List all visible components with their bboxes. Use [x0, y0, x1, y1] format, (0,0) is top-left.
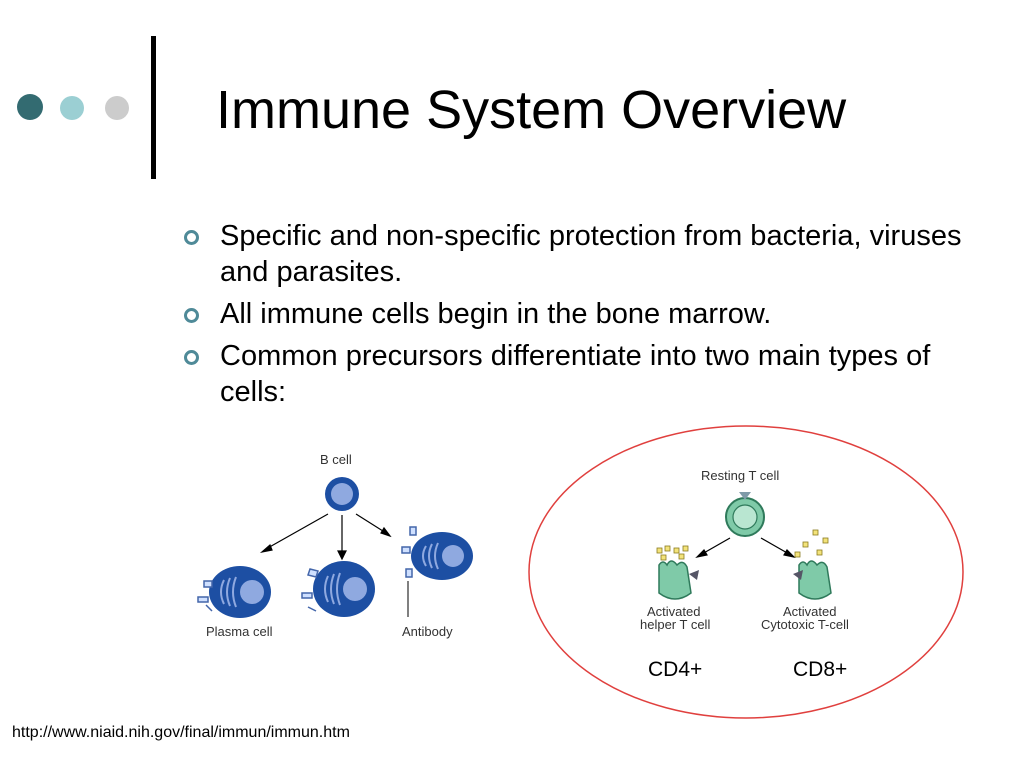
cytotoxic-t-cell-icon	[793, 529, 832, 600]
bullet-ring-icon	[184, 350, 199, 365]
helper-t-cell-icon	[656, 545, 699, 600]
cd8-label: CD8+	[793, 658, 848, 681]
slide-title: Immune System Overview	[216, 80, 847, 140]
resting-t-cell-label: Resting T cell	[701, 468, 779, 483]
helper-t-cell-label-line1: Activated	[647, 604, 700, 619]
b-cell-diagram: B cell	[197, 452, 473, 639]
differentiation-arrows	[259, 513, 392, 561]
source-url: http://www.niaid.nih.gov/final/immun/imm…	[12, 724, 350, 741]
highlight-ellipse	[528, 425, 964, 719]
bullet-item: Common precursors differentiate into two…	[180, 338, 970, 410]
bullet-item: Specific and non-specific protection fro…	[180, 218, 970, 290]
helper-t-cell-label-line2: helper T cell	[640, 617, 710, 632]
b-cell-icon	[325, 477, 359, 511]
bullet-item: All immune cells begin in the bone marro…	[180, 296, 970, 332]
bullet-text: All immune cells begin in the bone marro…	[220, 298, 772, 330]
plasma-cell-label: Plasma cell	[206, 624, 273, 639]
plasma-cell-icon	[197, 566, 271, 618]
antibody-label: Antibody	[402, 624, 453, 639]
bullet-ring-icon	[184, 308, 199, 323]
plasma-cell-icon	[411, 532, 473, 580]
decorative-dots	[0, 88, 140, 124]
dot-small	[105, 96, 129, 120]
plasma-cell-icon	[301, 561, 375, 617]
bullet-text: Specific and non-specific protection fro…	[220, 220, 962, 288]
dot-medium	[60, 96, 84, 120]
cytotoxic-t-cell-label-line2: Cytotoxic T-cell	[761, 617, 849, 632]
bullet-text: Common precursors differentiate into two…	[220, 340, 931, 408]
bullet-list: Specific and non-specific protection fro…	[180, 218, 970, 416]
dot-large	[17, 94, 43, 120]
title-divider	[151, 36, 156, 179]
resting-t-cell-icon	[725, 492, 765, 537]
b-cell-label: B cell	[320, 452, 352, 467]
cd4-label: CD4+	[648, 658, 703, 681]
activation-arrows	[695, 537, 796, 558]
t-cell-diagram: Resting T cell Activated helper T cell A…	[528, 425, 964, 719]
cytotoxic-t-cell-label-line1: Activated	[783, 604, 836, 619]
antibody-icon	[401, 526, 417, 578]
bullet-ring-icon	[184, 230, 199, 245]
